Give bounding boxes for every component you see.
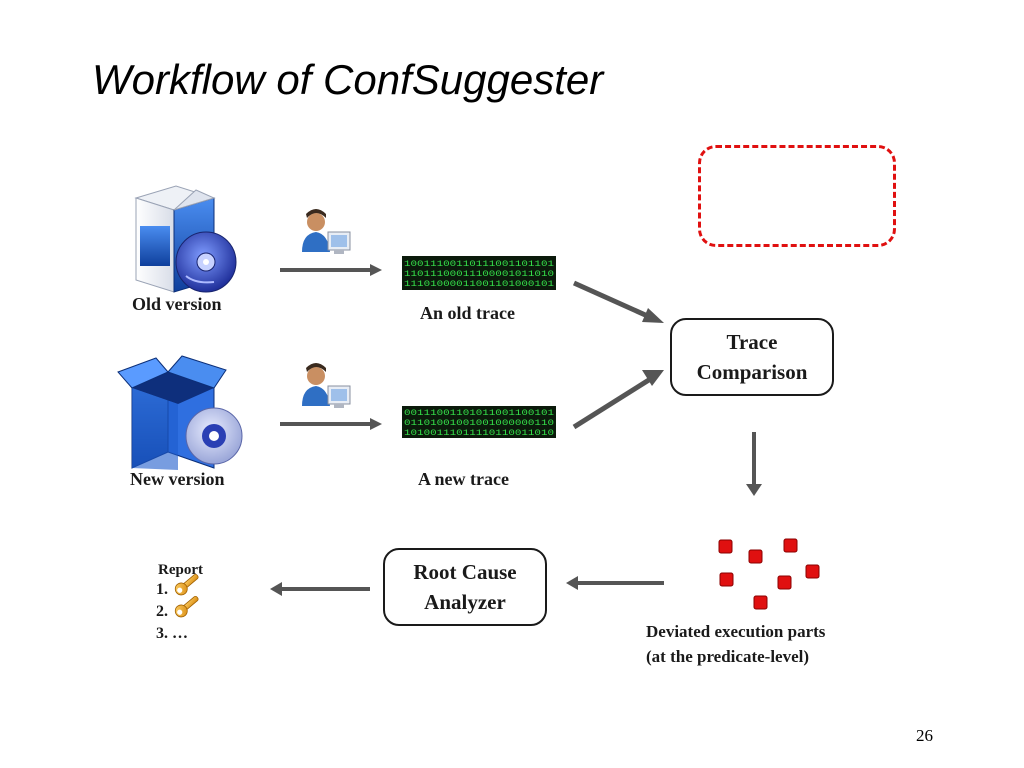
new-trace-bits-row: 01101001001001000000110	[404, 419, 554, 428]
trace-comparison-line1: Trace	[726, 330, 778, 354]
deviation-square	[753, 595, 768, 610]
deviation-square	[805, 564, 820, 579]
report-item-number: 3. …	[156, 625, 188, 642]
root-cause-analyzer-box: Root Cause Analyzer	[383, 548, 547, 626]
new-trace-image: 00111001101011001100101 0110100100100100…	[402, 406, 556, 438]
old-trace-bits-row: 11011100011100001011010	[404, 270, 554, 279]
new-trace-label: A new trace	[418, 469, 509, 489]
report-item-number: 2.	[156, 603, 168, 620]
deviation-square	[718, 539, 733, 554]
arrow-old-trace-to-comparison	[572, 280, 664, 323]
page-number: 26	[916, 726, 933, 745]
trace-comparison-line2: Comparison	[696, 360, 808, 384]
wrench-icon	[174, 573, 199, 596]
slide-title: Workflow of ConfSuggester	[92, 56, 604, 103]
arrow-deviations-to-analyzer	[566, 576, 664, 590]
deviations-label-line1: Deviated execution parts	[646, 622, 826, 641]
highlight-dashed-box	[698, 145, 896, 247]
wrench-icon	[174, 595, 199, 618]
old-trace-image: 10011100110111001101101 1101110001110000…	[402, 256, 556, 290]
report-item: 3. …	[156, 623, 203, 645]
user-at-computer-icon	[302, 209, 351, 254]
arrow-analyzer-to-report	[270, 582, 370, 596]
trace-comparison-box: Trace Comparison	[670, 318, 834, 396]
deviation-square	[748, 549, 763, 564]
user-at-computer-icon	[302, 363, 351, 408]
deviation-square	[783, 538, 798, 553]
report-item: 2.	[156, 601, 203, 623]
old-trace-label: An old trace	[420, 303, 515, 323]
old-version-label: Old version	[132, 294, 222, 314]
software-box-icon	[134, 185, 237, 293]
old-trace-bits-row: 10011100110111001101101	[404, 260, 554, 269]
report: Report 1. 2. 3. …	[156, 562, 203, 645]
arrow-new-trace-to-comparison	[572, 370, 664, 430]
open-box-icon	[117, 355, 243, 470]
arrow-comparison-to-deviations	[746, 432, 762, 496]
deviation-square	[719, 572, 734, 587]
arrow-old-version-to-old-trace	[280, 264, 382, 276]
root-cause-analyzer-line1: Root Cause	[413, 560, 517, 584]
report-item-number: 1.	[156, 581, 168, 598]
root-cause-analyzer-line2: Analyzer	[424, 590, 506, 614]
new-trace-bits-row: 00111001101011001100101	[404, 409, 554, 418]
report-item: 1.	[156, 579, 203, 601]
deviation-square	[777, 575, 792, 590]
old-trace-bits-row: 11101000011001101000101	[404, 280, 554, 289]
new-version-label: New version	[130, 469, 225, 489]
new-trace-bits-row: 10100111011110110011010	[404, 429, 554, 438]
report-title: Report	[158, 562, 203, 578]
deviations-label-line2: (at the predicate-level)	[646, 647, 810, 666]
arrow-new-version-to-new-trace	[280, 418, 382, 430]
